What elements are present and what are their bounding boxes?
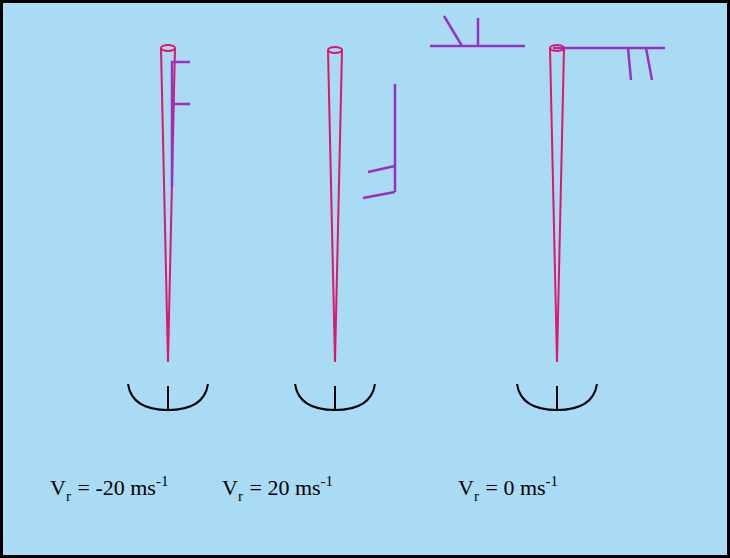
velocity-label: Vr = -20 ms-1 — [50, 474, 168, 504]
radar-beam — [328, 50, 342, 362]
label-text: = 20 ms — [249, 475, 320, 500]
dish-stem — [167, 386, 169, 410]
wind-barb — [363, 84, 395, 198]
wind-barbs — [172, 16, 665, 198]
dish-stem — [334, 386, 336, 410]
label-text: -1 — [546, 473, 559, 489]
wind-barb — [553, 48, 665, 80]
label-text: -1 — [321, 473, 334, 489]
label-text: -1 — [156, 473, 169, 489]
label-text: r — [474, 488, 479, 504]
radar-dish — [517, 384, 597, 410]
radar-beams — [161, 45, 564, 362]
label-text: = 0 ms — [485, 475, 545, 500]
beam-top — [328, 47, 342, 53]
label-text: V — [458, 475, 474, 500]
beam-top — [161, 45, 175, 51]
radar-dish — [128, 384, 208, 410]
label-text: r — [66, 488, 71, 504]
dish-stem — [556, 386, 558, 410]
radar-dish — [295, 384, 375, 410]
label-text: V — [50, 475, 66, 500]
label-text: r — [238, 488, 243, 504]
wind-barb — [430, 16, 525, 46]
radar-beam — [550, 48, 564, 362]
velocity-label: Vr = 0 ms-1 — [458, 474, 558, 504]
velocity-label: Vr = 20 ms-1 — [222, 474, 333, 504]
label-text: V — [222, 475, 238, 500]
label-text: = -20 ms — [77, 475, 155, 500]
radar-dishes — [128, 384, 597, 410]
wind-barb — [172, 62, 190, 187]
